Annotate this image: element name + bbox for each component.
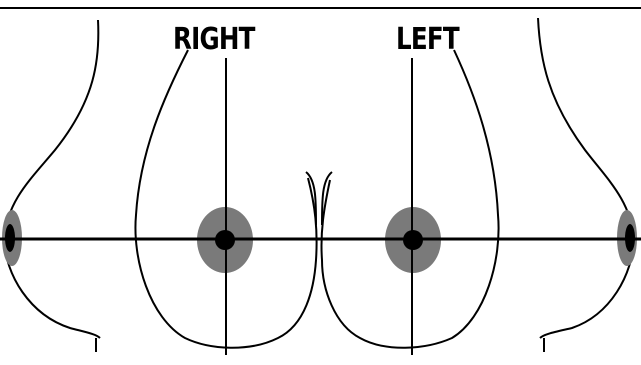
right-side-outline: [538, 18, 634, 352]
right-label: RIGHT: [173, 23, 255, 57]
left-side-outline: [4, 20, 100, 352]
left-breast-outline: [321, 50, 498, 348]
left-label: LEFT: [396, 23, 459, 57]
